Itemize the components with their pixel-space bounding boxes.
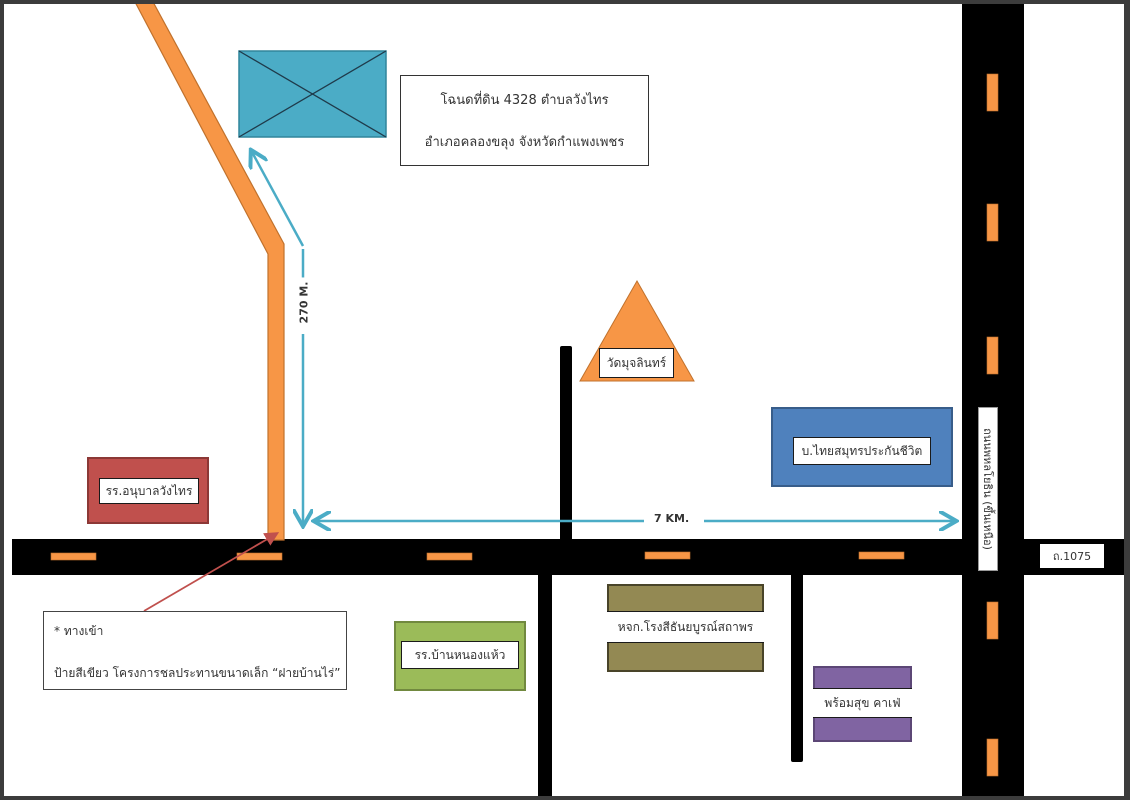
title-line-1: โฉนดที่ดิน 4328 ตำบลวังไทร: [440, 93, 609, 108]
school-label: รร.บ้านหนองแห้ว: [401, 641, 519, 669]
lane-mark: [986, 601, 999, 640]
entrance-note-line-2: ป้ายสีเขียว โครงการชลประทานขนาดเล็ก “ฝาย…: [54, 666, 341, 680]
kindergarten-label: รร.อนุบาลวังไทร: [99, 478, 199, 504]
highway-name-label: ถนนพหลโยธิน (ขึ้นเหนือ): [978, 407, 998, 571]
side-road-south-1: [538, 572, 552, 796]
side-road-north: [560, 346, 572, 546]
road-markings-horizontal: [50, 551, 905, 561]
insurance-label: บ.ไทยสมุทรประกันชีวิต: [793, 437, 931, 465]
factory-label: หจก.โรงสีธันยบูรณ์สถาพร: [607, 611, 764, 643]
insurance-company: บ.ไทยสมุทรประกันชีวิต: [771, 407, 953, 487]
route-number-label: ถ.1075: [1040, 544, 1104, 568]
entrance-note-line-1: * ทางเข้า: [54, 624, 104, 638]
lane-mark: [986, 336, 999, 375]
kindergarten-school: รร.อนุบาลวังไทร: [87, 457, 209, 524]
distance-label-7km: 7 KM.: [654, 512, 690, 525]
lane-mark: [986, 203, 999, 242]
distance-arrow-270m: [252, 152, 303, 524]
lane-mark: [236, 552, 283, 561]
lane-mark: [50, 552, 97, 561]
map-graphics: [12, 4, 1124, 796]
rice-mill-factory: หจก.โรงสีธันยบูรณ์สถาพร: [607, 584, 764, 672]
highway-name-text: ถนนพหลโยธิน (ขึ้นเหนือ): [981, 428, 994, 550]
title-line-2: อำเภอคลองขลุง จังหวัดกำแพงเพชร: [424, 135, 625, 150]
road-markings-vertical: [986, 73, 999, 777]
cafe: พร้อมสุข คาเฟ่: [813, 666, 912, 742]
nong-haeo-school: รร.บ้านหนองแห้ว: [394, 621, 526, 691]
side-road-south-2: [791, 572, 803, 762]
lane-mark: [858, 551, 905, 560]
lane-mark: [986, 738, 999, 777]
distance-label-270m: 270 M.: [297, 277, 311, 328]
entrance-note: * ทางเข้า ป้ายสีเขียว โครงการชลประทานขนา…: [43, 611, 347, 690]
title-box: โฉนดที่ดิน 4328 ตำบลวังไทร อำเภอคลองขลุง…: [400, 75, 649, 166]
entrance-pointer-arrow: [143, 532, 280, 612]
lane-mark: [986, 73, 999, 112]
cafe-label: พร้อมสุข คาเฟ่: [813, 688, 912, 718]
temple-label: วัดมุจลินทร์: [599, 348, 674, 378]
highway-vertical: [962, 4, 1024, 796]
land-plot: [238, 50, 387, 138]
lane-mark: [426, 552, 473, 561]
map-canvas: โฉนดที่ดิน 4328 ตำบลวังไทร อำเภอคลองขลุง…: [4, 4, 1124, 796]
lane-mark: [644, 551, 691, 560]
access-road: [135, 4, 285, 541]
